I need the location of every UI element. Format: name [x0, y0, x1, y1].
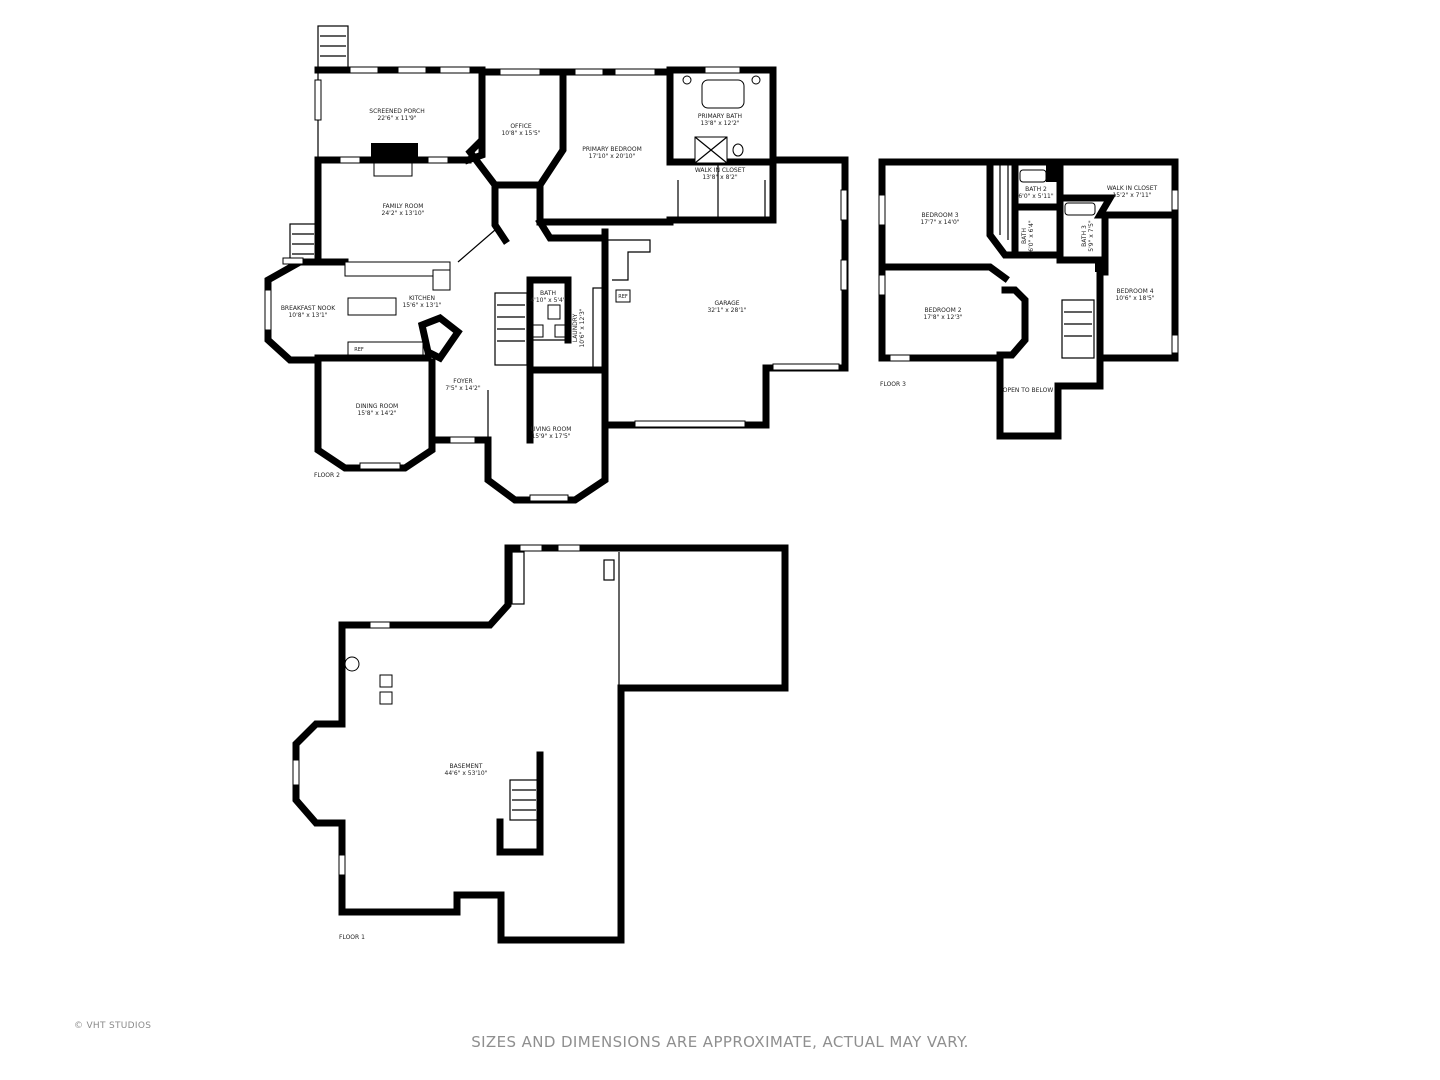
room-label-bedroom-4: BEDROOM 410'6" x 18'5" — [1115, 288, 1154, 302]
room-name: GARAGE — [714, 300, 739, 307]
room-name: KITCHEN — [409, 295, 435, 302]
bathtub-icon — [701, 79, 745, 109]
room-label-bedroom-2: BEDROOM 217'8" x 12'3" — [923, 307, 962, 321]
copyright-text: © VHT STUDIOS — [74, 1021, 152, 1031]
room-dimensions: 6'0" x 5'11" — [1018, 193, 1054, 200]
room-dimensions: 32'1" x 28'1" — [707, 307, 746, 314]
floor-3-plan — [878, 158, 1179, 440]
room-dimensions: 13'8" x 12'2" — [700, 120, 739, 127]
room-name: OFFICE — [510, 123, 532, 130]
room-label-bedroom-3: BEDROOM 317'7" x 14'0" — [920, 212, 959, 226]
room-name: BEDROOM 2 — [924, 307, 961, 314]
room-name: FOYER — [453, 378, 472, 385]
room-name: PRIMARY BEDROOM — [582, 146, 642, 153]
room-label-bath-2: BATH 26'0" x 5'11" — [1018, 186, 1054, 200]
room-name: PRIMARY BATH — [698, 113, 742, 120]
room-name: LIVING ROOM — [531, 426, 572, 433]
floor-1-plan — [292, 544, 789, 944]
room-label-open-to-below: OPEN TO BELOW — [1003, 387, 1054, 394]
room-dimensions: 17'7" x 14'0" — [920, 219, 959, 226]
kitchen-island — [347, 297, 397, 316]
room-name: BASEMENT — [450, 763, 483, 770]
room-name: BEDROOM 4 — [1116, 288, 1153, 295]
room-name: BREAKFAST NOOK — [281, 305, 336, 312]
room-dimensions: 10'6" x 18'5" — [1115, 295, 1154, 302]
room-name: BATH 3 — [1081, 225, 1088, 247]
garage-ref-tag: REF — [618, 294, 628, 300]
room-dimensions: 15'9" x 17'5" — [531, 433, 570, 440]
floor-1-label: FLOOR 1 — [339, 934, 365, 941]
room-name: BEDROOM 3 — [921, 212, 958, 219]
floor-3-label: FLOOR 3 — [880, 381, 906, 388]
room-name: BATH 2 — [1025, 186, 1047, 193]
ref-tag: REF — [354, 347, 364, 353]
disclaimer-text: SIZES AND DIMENSIONS ARE APPROXIMATE, AC… — [471, 1033, 969, 1051]
room-name: DINING ROOM — [356, 403, 398, 410]
water-heater-icon — [344, 656, 360, 672]
garage-walls — [601, 156, 849, 429]
kitchen-counter — [344, 261, 451, 277]
room-name: FAMILY ROOM — [383, 203, 424, 210]
room-dimensions: 4'10" x 5'4" — [530, 297, 566, 304]
room-name: WALK IN CLOSET — [695, 167, 746, 174]
room-dimensions: 6'0" x 6'4" — [1028, 220, 1035, 252]
floor-2-label: FLOOR 2 — [314, 472, 340, 479]
room-dimensions: 17'8" x 12'3" — [923, 314, 962, 321]
room-dimensions: 15'6" x 13'1" — [402, 302, 441, 309]
room-dimensions: 10'8" x 15'5" — [501, 130, 540, 137]
fireplace — [371, 143, 418, 160]
room-dimensions: 22'6" x 11'9" — [377, 115, 416, 122]
room-dimensions: 5'9" x 7'5" — [1088, 220, 1095, 252]
room-dimensions: 44'6" x 53'10" — [445, 770, 488, 777]
living-outer — [428, 414, 609, 504]
room-name: WALK IN CLOSET — [1107, 185, 1158, 192]
porch-stair — [317, 25, 349, 71]
room-name: BATH — [540, 290, 556, 297]
floor-3-outer — [878, 158, 1179, 440]
room-name: SCREENED PORCH — [369, 108, 424, 115]
basement-outer — [292, 544, 789, 944]
room-dimensions: 7'5" x 14'2" — [445, 385, 481, 392]
room-dimensions: 10'8" x 13'1" — [288, 312, 327, 319]
room-dimensions: 15'2" x 7'11" — [1112, 192, 1151, 199]
room-dimensions: 17'10" x 20'10" — [589, 153, 636, 160]
room-dimensions: 24'2" x 13'10" — [382, 210, 425, 217]
room-dimensions: 15'8" x 14'2" — [357, 410, 396, 417]
room-name: LAUNDRY — [572, 313, 579, 342]
room-dimensions: 13'8" x 8'2" — [702, 174, 738, 181]
floor-2-plan — [264, 25, 849, 504]
room-name: BATH — [1021, 228, 1028, 244]
room-dimensions: 10'6" x 12'3" — [579, 308, 586, 347]
room-name: OPEN TO BELOW — [1003, 387, 1054, 394]
